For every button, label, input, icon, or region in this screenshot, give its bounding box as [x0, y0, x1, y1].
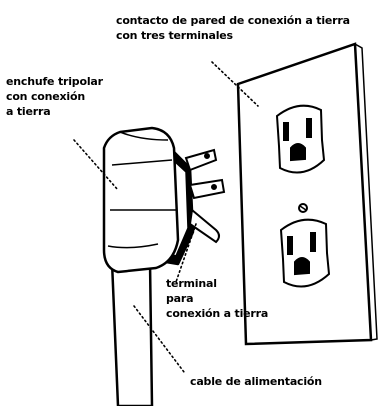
ground-pin-label-line-1: terminal: [166, 277, 217, 290]
ground-pin-label-line-2: para: [166, 292, 194, 305]
lower-slot-left: [287, 236, 293, 255]
three-prong-plug: [102, 126, 195, 274]
flat-prong-lower: [188, 178, 226, 200]
leader-lines: [73, 61, 259, 373]
outlet-label: contacto de pared de conexión a tierra c…: [116, 13, 350, 43]
plug-label-line-2: con conexión: [6, 90, 85, 103]
plug-label-line-1: enchufe tripolar: [6, 75, 103, 88]
upper-ground-hole: [290, 143, 306, 162]
ground-pin-label: terminal para conexión a tierra: [166, 276, 268, 321]
upper-slot-right: [306, 118, 312, 138]
lower-receptacle: [279, 218, 331, 288]
leader-outlet: [211, 61, 259, 107]
leader-ground-pin: [175, 223, 197, 283]
outlet-label-line-2: con tres terminales: [116, 29, 233, 42]
plug-prongs: [184, 148, 226, 244]
outlet-label-line-1: contacto de pared de conexión a tierra: [116, 14, 350, 27]
cord-label: cable de alimentación: [190, 374, 322, 389]
lower-slot-right: [310, 232, 316, 252]
leader-plug: [73, 139, 119, 191]
lower-ground-hole: [294, 257, 310, 276]
plug-label: enchufe tripolar con conexión a tierra: [6, 74, 103, 119]
plug-label-line-3: a tierra: [6, 105, 51, 118]
cord-label-line-1: cable de alimentación: [190, 375, 322, 388]
wall-outlet: [236, 42, 378, 346]
power-cord: [110, 260, 154, 406]
ground-prong: [188, 208, 220, 244]
upper-receptacle: [275, 104, 326, 174]
flat-prong-upper: [184, 148, 218, 172]
upper-slot-left: [283, 122, 289, 141]
ground-pin-label-line-3: conexión a tierra: [166, 307, 269, 320]
leader-cord: [133, 305, 185, 373]
